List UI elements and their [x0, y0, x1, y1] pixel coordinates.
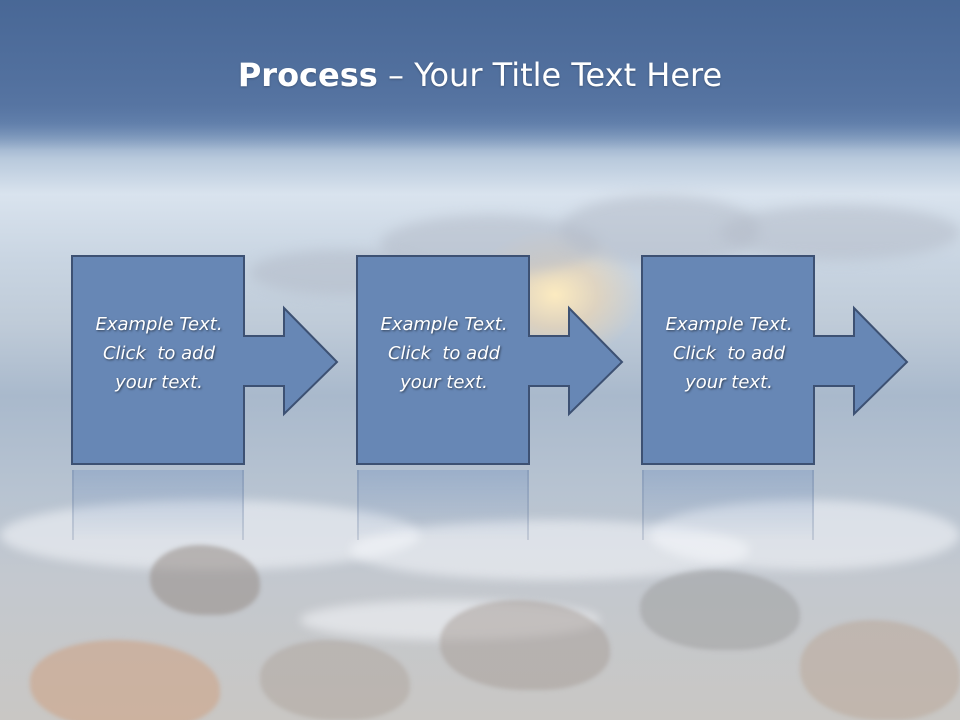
- title-bar: [0, 0, 960, 150]
- step-text-line: your text.: [115, 372, 203, 393]
- process-step-1[interactable]: Example Text. Click to add your text.: [71, 255, 342, 468]
- step-reflection: [642, 470, 814, 540]
- rock: [440, 600, 610, 690]
- step-reflection: [72, 470, 244, 540]
- step-text[interactable]: Example Text. Click to add your text.: [74, 310, 244, 397]
- wave-foam: [650, 500, 960, 570]
- step-text-line: Click to add: [387, 343, 500, 364]
- step-text-line: Example Text.: [380, 314, 508, 335]
- right-arrow-icon: [71, 255, 339, 465]
- rock: [30, 640, 220, 720]
- step-text-line: Example Text.: [665, 314, 793, 335]
- process-step-3[interactable]: Example Text. Click to add your text.: [641, 255, 912, 468]
- slide-title[interactable]: Process – Your Title Text Here: [0, 52, 960, 98]
- rock: [640, 570, 800, 650]
- rock: [150, 545, 260, 615]
- step-text-line: Example Text.: [95, 314, 223, 335]
- rock: [800, 620, 960, 720]
- right-arrow-icon: [356, 255, 624, 465]
- title-bold: Process: [237, 56, 378, 94]
- step-text-line: Click to add: [102, 343, 215, 364]
- process-step-2[interactable]: Example Text. Click to add your text.: [356, 255, 627, 468]
- right-arrow-icon: [641, 255, 909, 465]
- step-text[interactable]: Example Text. Click to add your text.: [359, 310, 529, 397]
- step-text-line: your text.: [685, 372, 773, 393]
- title-rest: – Your Title Text Here: [377, 56, 723, 94]
- step-text[interactable]: Example Text. Click to add your text.: [644, 310, 814, 397]
- cloud: [720, 205, 960, 260]
- step-text-line: your text.: [400, 372, 488, 393]
- step-reflection: [357, 470, 529, 540]
- step-text-line: Click to add: [672, 343, 785, 364]
- rock: [260, 640, 410, 720]
